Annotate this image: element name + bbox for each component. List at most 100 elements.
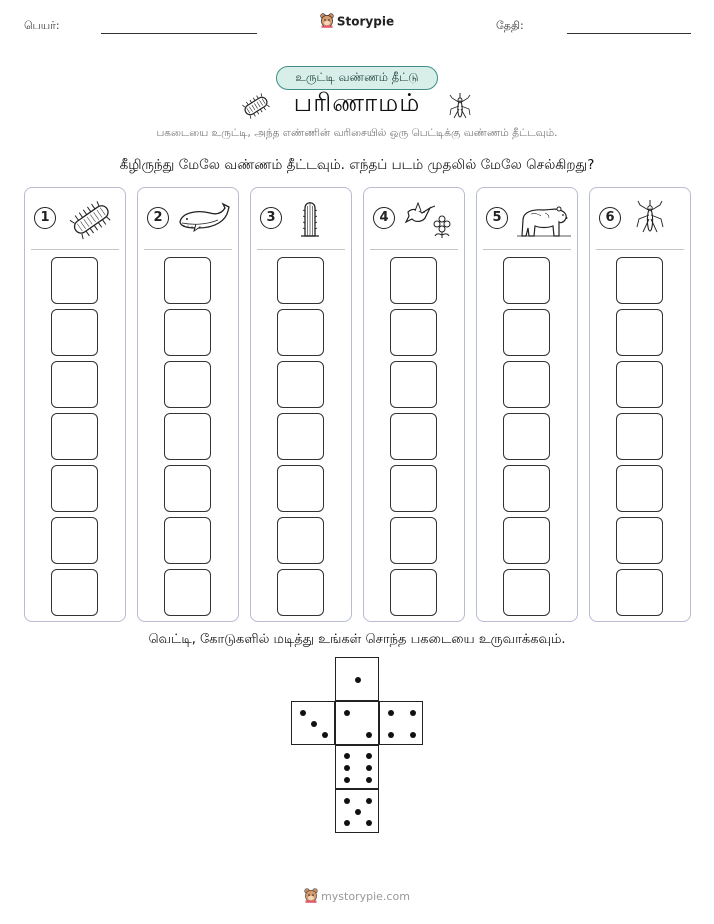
color-box[interactable] — [616, 465, 663, 512]
die-pip — [366, 765, 372, 771]
die-pip — [366, 732, 372, 738]
instruction-text: கீழிருந்து மேலே வண்ணம் தீட்டவும். எந்தப்… — [119, 157, 595, 173]
color-box[interactable] — [390, 309, 437, 356]
name-line — [101, 33, 257, 34]
color-box[interactable] — [277, 569, 324, 616]
color-box[interactable] — [277, 309, 324, 356]
color-box[interactable] — [164, 309, 211, 356]
footer-url[interactable]: mystorypie.com — [321, 890, 410, 903]
die-face-5 — [335, 789, 379, 833]
mosquito-title-icon — [449, 92, 471, 122]
name-label: பெயர்: — [24, 19, 60, 32]
die-pip — [366, 820, 372, 826]
column-3: 3 — [250, 187, 352, 622]
die-pip — [322, 732, 328, 738]
die-pip — [366, 777, 372, 783]
color-box[interactable] — [390, 413, 437, 460]
column-2: 2 — [137, 187, 239, 622]
color-box[interactable] — [390, 465, 437, 512]
color-box[interactable] — [277, 257, 324, 304]
bacteria-title-icon — [240, 93, 272, 119]
column-1: 1 — [24, 187, 126, 622]
die-pip — [344, 777, 350, 783]
column-number: 4 — [373, 207, 395, 229]
die-face-1 — [335, 657, 379, 701]
column-divider — [370, 249, 458, 250]
color-box[interactable] — [164, 517, 211, 564]
date-line — [567, 33, 691, 34]
column-divider — [257, 249, 345, 250]
color-box[interactable] — [164, 569, 211, 616]
color-box[interactable] — [51, 569, 98, 616]
color-box[interactable] — [390, 517, 437, 564]
cactus-icon — [289, 198, 345, 240]
color-box[interactable] — [616, 309, 663, 356]
die-pip — [344, 820, 350, 826]
color-box[interactable] — [51, 465, 98, 512]
color-box[interactable] — [277, 517, 324, 564]
color-box[interactable] — [503, 257, 550, 304]
column-divider — [31, 249, 119, 250]
column-4: 4 — [363, 187, 465, 622]
column-number: 3 — [260, 207, 282, 229]
color-box[interactable] — [503, 517, 550, 564]
color-box[interactable] — [390, 361, 437, 408]
column-divider — [483, 249, 571, 250]
color-box[interactable] — [390, 257, 437, 304]
whale-icon — [176, 198, 232, 240]
column-5: 5 — [476, 187, 578, 622]
activity-badge: உருட்டி வண்ணம் தீட்டு — [276, 66, 438, 90]
color-box[interactable] — [503, 569, 550, 616]
color-box[interactable] — [616, 517, 663, 564]
color-box[interactable] — [616, 361, 663, 408]
footer: mystorypie.com — [0, 888, 714, 906]
die-face-2 — [335, 701, 379, 745]
die-face-4 — [379, 701, 423, 745]
die-pip — [355, 809, 361, 815]
color-box[interactable] — [503, 361, 550, 408]
column-divider — [596, 249, 684, 250]
cut-instruction: வெட்டி, கோடுகளில் மடித்து உங்கள் சொந்த ப… — [148, 632, 566, 647]
column-divider — [144, 249, 232, 250]
die-pip — [300, 710, 306, 716]
date-label: தேதி: — [496, 19, 524, 32]
bacteria-icon — [63, 198, 119, 240]
polar-bear-icon — [515, 198, 571, 240]
die-pip — [366, 798, 372, 804]
brand-name: Storypie — [336, 14, 395, 29]
mosquito-icon — [628, 198, 684, 240]
column-number: 2 — [147, 207, 169, 229]
die-pip — [355, 677, 361, 683]
die-pip — [388, 710, 394, 716]
color-box[interactable] — [164, 465, 211, 512]
die-pip — [410, 732, 416, 738]
color-box[interactable] — [616, 569, 663, 616]
color-box[interactable] — [51, 517, 98, 564]
color-box[interactable] — [164, 413, 211, 460]
color-box[interactable] — [277, 413, 324, 460]
color-box[interactable] — [51, 413, 98, 460]
die-face-3 — [291, 701, 335, 745]
storypie-bear-icon — [304, 888, 318, 906]
color-box[interactable] — [164, 361, 211, 408]
color-box[interactable] — [51, 257, 98, 304]
color-box[interactable] — [277, 465, 324, 512]
color-box[interactable] — [503, 413, 550, 460]
color-box[interactable] — [164, 257, 211, 304]
color-box[interactable] — [390, 569, 437, 616]
color-box[interactable] — [503, 465, 550, 512]
die-pip — [344, 710, 350, 716]
color-box[interactable] — [616, 413, 663, 460]
color-box[interactable] — [277, 361, 324, 408]
column-number: 5 — [486, 207, 508, 229]
color-box[interactable] — [503, 309, 550, 356]
color-box[interactable] — [51, 361, 98, 408]
die-pip — [344, 798, 350, 804]
die-pip — [344, 765, 350, 771]
color-box[interactable] — [616, 257, 663, 304]
column-number: 1 — [34, 207, 56, 229]
column-number: 6 — [599, 207, 621, 229]
subtitle: பகடையை உருட்டி, அந்த எண்ணின் வரிசையில் ஒ… — [156, 127, 558, 139]
color-box[interactable] — [51, 309, 98, 356]
storypie-bear-icon — [320, 13, 334, 31]
